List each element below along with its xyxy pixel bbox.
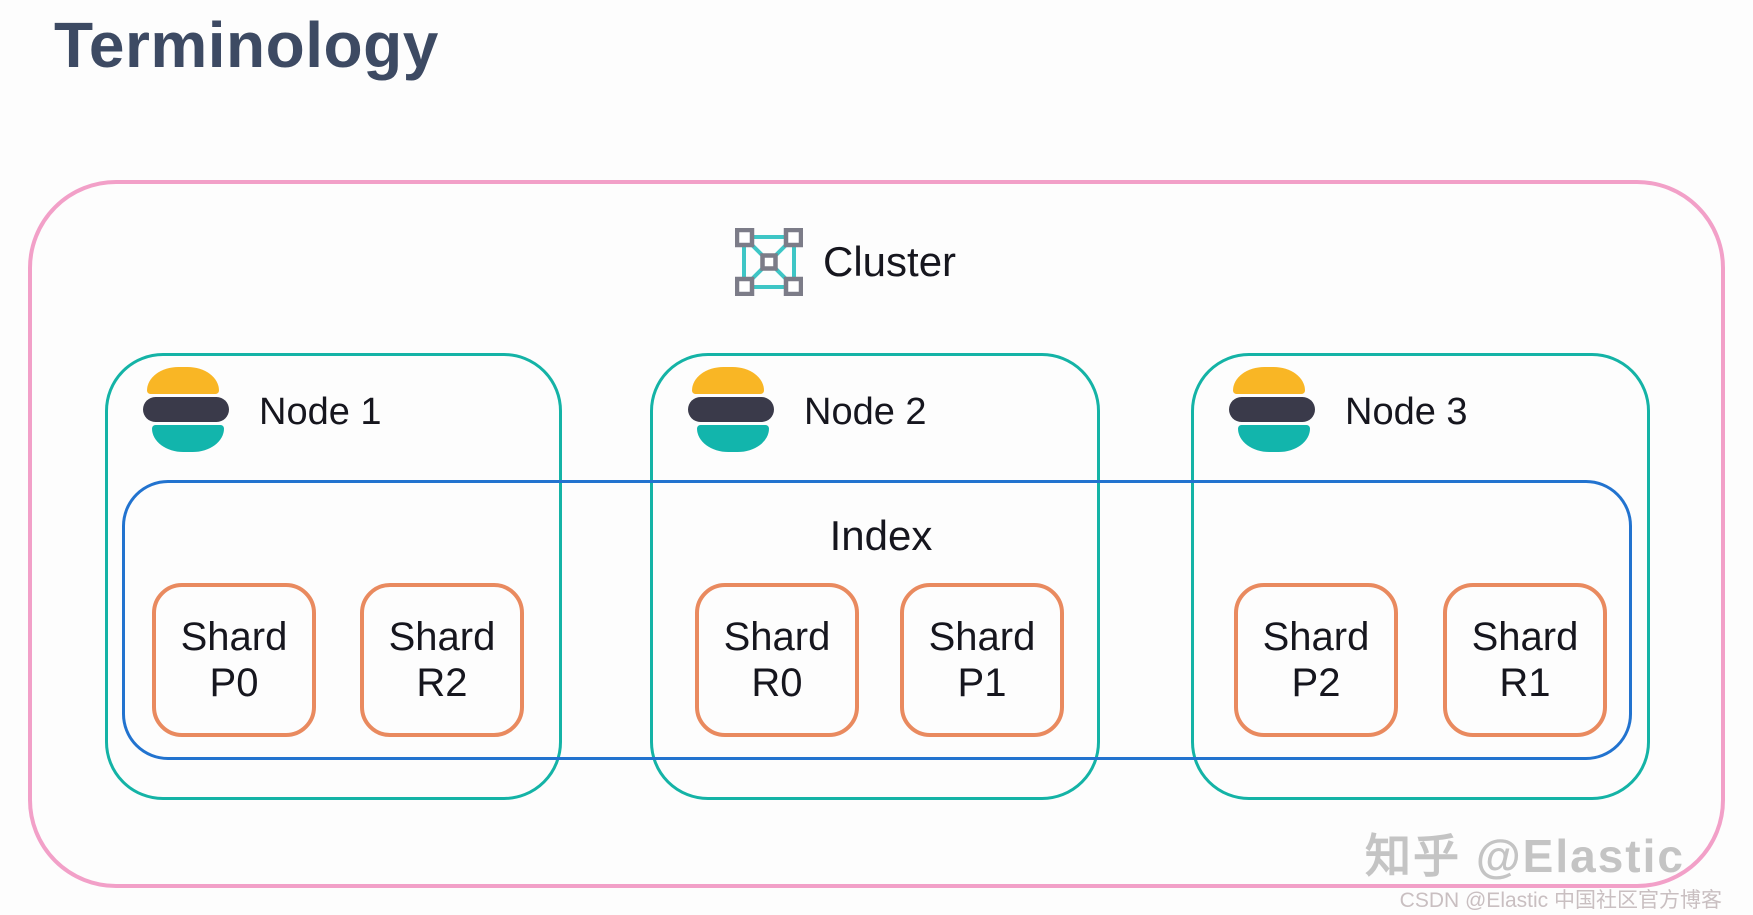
node-1-boundary: Node 1 bbox=[105, 353, 562, 800]
shard-p1: Shard P1 bbox=[900, 583, 1064, 737]
index-label: Index bbox=[829, 512, 933, 559]
shard-word: Shard bbox=[1262, 615, 1370, 659]
shard-word: Shard bbox=[388, 615, 496, 659]
shard-word: Shard bbox=[1471, 615, 1579, 659]
elastic-logo-middle-bar bbox=[143, 397, 229, 422]
node-2-boundary: Node 2 bbox=[650, 353, 1100, 800]
elastic-logo-middle-bar bbox=[688, 397, 774, 422]
shard-word: Shard bbox=[928, 615, 1036, 659]
node-1-header: Node 1 bbox=[143, 366, 382, 458]
shard-word: Shard bbox=[180, 615, 288, 659]
node-2-header: Node 2 bbox=[688, 366, 927, 458]
node-1-label: Node 1 bbox=[259, 390, 382, 433]
zhihu-watermark: 知乎 @Elastic bbox=[1365, 830, 1685, 882]
shard-code: R0 bbox=[751, 661, 803, 705]
node-2-label: Node 2 bbox=[804, 390, 927, 433]
shard-p0: Shard P0 bbox=[152, 583, 316, 737]
cluster-label: Cluster bbox=[823, 238, 957, 285]
cluster-network-icon bbox=[735, 228, 803, 296]
elastic-logo-top-arc bbox=[147, 367, 219, 394]
shard-r1: Shard R1 bbox=[1443, 583, 1607, 737]
node-3-header: Node 3 bbox=[1229, 366, 1468, 458]
shard-word: Shard bbox=[723, 615, 831, 659]
cluster-boundary bbox=[28, 180, 1725, 888]
elastic-logo bbox=[688, 367, 774, 457]
elastic-logo bbox=[1229, 367, 1315, 457]
elastic-logo-bottom-arc bbox=[697, 425, 769, 452]
shard-code: P0 bbox=[209, 661, 259, 705]
elastic-logo-top-arc bbox=[1233, 367, 1305, 394]
shard-r2: Shard R2 bbox=[360, 583, 524, 737]
shard-code: R1 bbox=[1499, 661, 1551, 705]
shard-code: P1 bbox=[957, 661, 1007, 705]
elastic-logo-bottom-arc bbox=[152, 425, 224, 452]
elastic-logo-top-arc bbox=[692, 367, 764, 394]
elastic-logo-bottom-arc bbox=[1238, 425, 1310, 452]
shard-p2: Shard P2 bbox=[1234, 583, 1398, 737]
shard-code: P2 bbox=[1291, 661, 1341, 705]
index-boundary bbox=[122, 480, 1632, 760]
shard-code: R2 bbox=[416, 661, 468, 705]
elastic-logo-middle-bar bbox=[1229, 397, 1315, 422]
elastic-logo bbox=[143, 367, 229, 457]
node-3-boundary: Node 3 bbox=[1191, 353, 1650, 800]
page-title: Terminology bbox=[54, 9, 439, 81]
csdn-watermark: CSDN @Elastic 中国社区官方博客 bbox=[1399, 889, 1722, 912]
shard-r0: Shard R0 bbox=[695, 583, 859, 737]
cluster-header: Cluster bbox=[735, 228, 956, 296]
node-3-label: Node 3 bbox=[1345, 390, 1468, 433]
